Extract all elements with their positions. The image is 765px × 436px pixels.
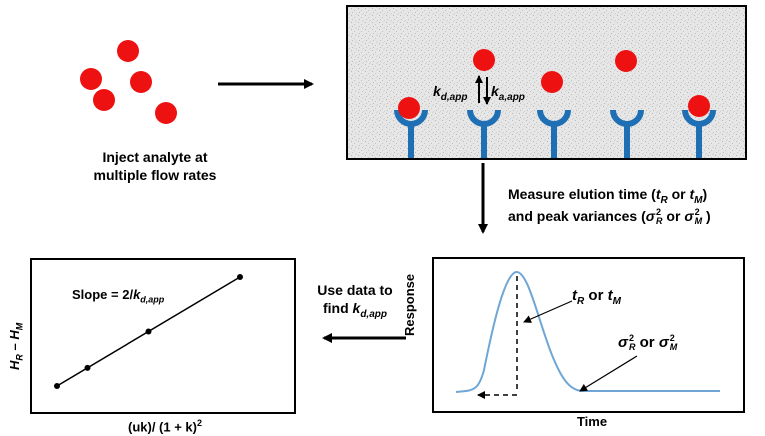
bound-analyte	[398, 97, 420, 119]
analyte-molecule	[93, 89, 115, 111]
y-sub-r: R	[14, 354, 25, 361]
data-point	[84, 364, 91, 371]
slope-k-sub: d,app	[140, 294, 165, 305]
var-m-sub: M	[669, 342, 678, 353]
plot-x-label: (uk)/ (1 + k)2	[75, 414, 255, 436]
slope-prefix: Slope = 2/	[72, 287, 134, 302]
kd-app-symbol: k	[433, 83, 441, 99]
free-analyte	[541, 71, 563, 93]
tr-symbol: t	[655, 186, 661, 202]
tr-subscript: R	[660, 194, 668, 206]
sigma-r-sup: 2	[656, 207, 662, 218]
var-or: or	[635, 334, 659, 351]
variance-label-pointer	[579, 355, 638, 392]
analyte-molecule	[80, 68, 102, 90]
peak-time-label: tR or tM	[572, 287, 621, 311]
x-label-sup: 2	[196, 418, 202, 428]
elution-peak-curve	[455, 271, 720, 393]
var-r-sup: 2	[628, 333, 634, 344]
peak-label-pointer	[523, 300, 573, 323]
var-m-sup: 2	[669, 333, 675, 344]
find-k-sub: d,app	[360, 308, 387, 320]
inject-caption-line2: multiple flow rates	[93, 167, 217, 183]
var-sigma-r: σ	[618, 334, 628, 351]
sigma-r-symbol: σ	[645, 208, 656, 224]
peak-tr-sub: R	[577, 296, 585, 307]
analyte-molecule	[117, 40, 139, 62]
plot-panel	[30, 258, 296, 414]
peak-or: or	[584, 287, 608, 304]
plot-y-label: HR – HM	[6, 323, 29, 370]
measure-prefix: Measure elution time (	[508, 186, 656, 202]
peak-tm-sub: M	[612, 296, 621, 307]
sigma-m-symbol: σ	[684, 208, 694, 224]
tm-subscript: M	[694, 194, 703, 206]
y-h-r: H	[7, 360, 22, 370]
analyte-molecule	[130, 71, 152, 93]
ka-app-symbol: k	[491, 83, 499, 99]
use-data-line1: Use data to	[317, 282, 393, 298]
tm-symbol: t	[689, 186, 695, 202]
use-data-line2: find kd,app	[305, 299, 405, 324]
kd-app-subscript: d,app	[440, 91, 468, 103]
ligand	[467, 109, 501, 158]
slope-k: k	[133, 287, 141, 302]
or-text-2: or	[662, 208, 685, 224]
find-k-symbol: k	[352, 300, 361, 316]
y-h-m: H	[7, 330, 22, 340]
plot-points	[54, 274, 243, 389]
ligand	[610, 109, 644, 158]
var-r-sub: R	[628, 342, 636, 353]
variance-prefix: and peak variances (	[508, 208, 646, 224]
inject-caption-line1: Inject analyte at	[102, 149, 208, 165]
ligand-row	[394, 109, 716, 158]
or-text: or	[667, 186, 690, 202]
use-data-caption: Use data to find kd,app	[305, 281, 405, 324]
chromatogram-x-label: Time	[576, 414, 608, 429]
ligand	[682, 109, 716, 158]
sigma-r-sub: R	[656, 216, 663, 227]
y-sub-m: M	[14, 322, 25, 331]
y-minus: –	[7, 339, 22, 355]
bound-analyte	[688, 95, 710, 117]
sigma-m-sup: 2	[694, 207, 700, 218]
ka-app-label: ka,app	[491, 82, 525, 107]
peak-tm-symbol: t	[607, 287, 613, 304]
close-paren: )	[702, 186, 708, 202]
ka-app-subscript: a,app	[498, 91, 525, 103]
ligand	[537, 109, 571, 158]
inject-caption: Inject analyte at multiple flow rates	[85, 148, 225, 184]
find-text: find	[322, 300, 353, 316]
measure-caption-line1: Measure elution time (tR or tM)	[508, 185, 707, 210]
analyte-molecule	[155, 102, 177, 124]
slope-label: Slope = 2/kd,app	[72, 286, 164, 309]
ligand	[394, 109, 428, 158]
free-analyte	[473, 49, 495, 71]
close-paren-2: )	[706, 208, 711, 224]
free-analyte	[615, 50, 637, 72]
analyte-cluster	[80, 40, 177, 124]
chromatogram-panel	[432, 257, 745, 413]
x-label-text: (uk)/ (1 + k)	[127, 419, 197, 435]
data-point	[237, 274, 243, 280]
data-point	[145, 328, 152, 335]
sigma-m-sub: M	[694, 216, 703, 227]
var-sigma-m: σ	[658, 334, 669, 351]
kd-app-label: kd,app	[433, 82, 467, 107]
peak-tr-symbol: t	[572, 287, 577, 304]
data-point	[54, 383, 60, 389]
